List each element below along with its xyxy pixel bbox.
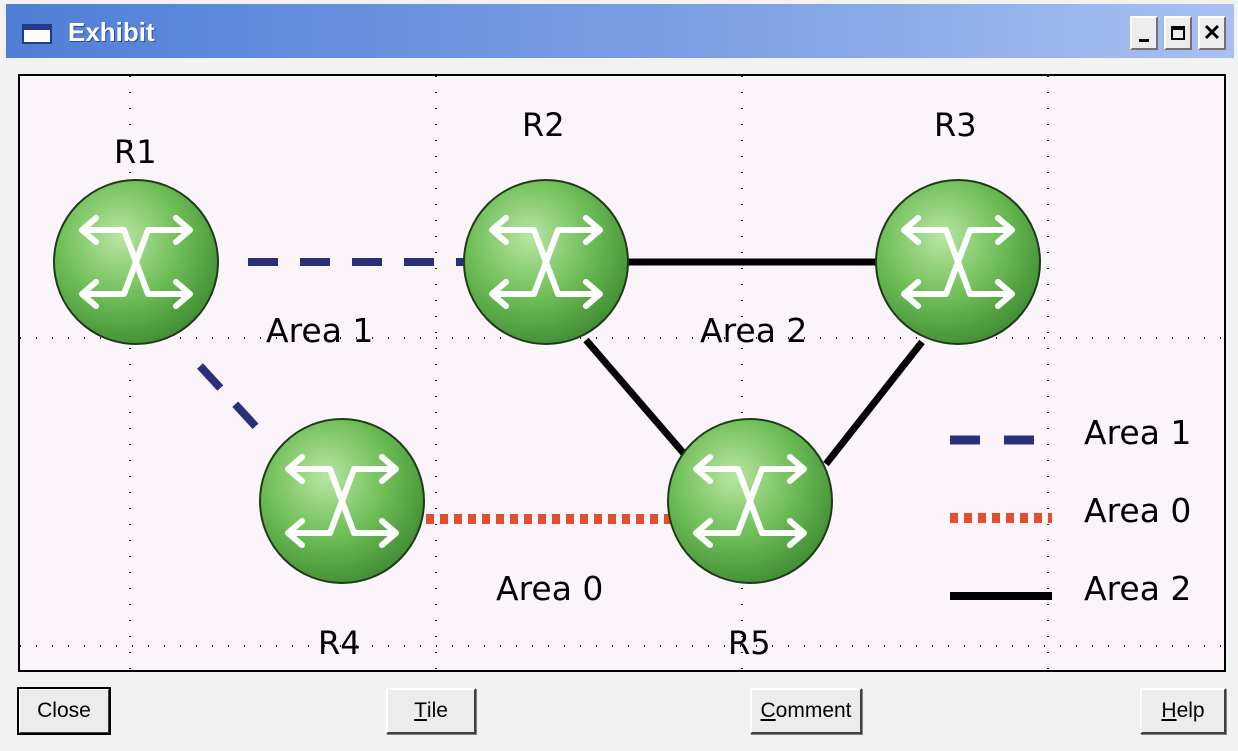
legend-area-1-label: Area 1 <box>1084 413 1191 452</box>
help-mnemonic: H <box>1161 699 1177 722</box>
router-r1-icon <box>54 180 218 344</box>
router-r5-icon <box>668 419 832 583</box>
link-r2-r5 <box>583 337 689 459</box>
area-0-label: Area 0 <box>496 569 603 608</box>
comment-mnemonic: C <box>760 699 776 722</box>
comment-label: omment <box>775 699 852 722</box>
diagram-canvas: R1 R2 R3 R4 R5 Area 1 Area 2 Area 0 Area… <box>20 76 1224 670</box>
tile-label: ile <box>426 699 448 722</box>
grid-lines <box>20 76 1224 670</box>
window-title: Exhibit <box>68 17 155 47</box>
router-label-r1: R1 <box>114 133 157 171</box>
router-label-r5: R5 <box>728 624 771 662</box>
network-diagram: R1 R2 R3 R4 R5 Area 1 Area 2 Area 0 Area… <box>18 74 1226 672</box>
router-r4-icon <box>260 419 424 583</box>
help-label: elp <box>1176 699 1205 722</box>
router-r2-icon <box>464 180 628 344</box>
maximize-icon <box>1171 26 1185 40</box>
minimize-icon <box>1139 38 1149 42</box>
close-button-label: Close <box>37 699 91 722</box>
minimize-button[interactable] <box>1130 16 1158 50</box>
close-button[interactable]: Close <box>17 687 111 735</box>
title-bar[interactable]: Exhibit ✕ <box>6 4 1234 58</box>
area-2-label: Area 2 <box>700 311 807 350</box>
window-icon <box>22 24 52 44</box>
router-label-r4: R4 <box>318 624 361 662</box>
close-window-button[interactable]: ✕ <box>1198 16 1226 50</box>
link-r1-r4 <box>197 363 273 445</box>
legend: Area 1 Area 0 Area 2 <box>950 413 1191 608</box>
router-label-r3: R3 <box>934 106 977 144</box>
tile-mnemonic: T <box>414 699 427 722</box>
router-r3-icon <box>876 180 1040 344</box>
area-1-label: Area 1 <box>266 311 373 350</box>
legend-area-2-label: Area 2 <box>1084 569 1191 608</box>
close-icon: ✕ <box>1202 20 1222 45</box>
link-r3-r5 <box>823 339 925 467</box>
maximize-button[interactable] <box>1164 16 1192 50</box>
legend-area-0-label: Area 0 <box>1084 491 1191 530</box>
router-label-r2: R2 <box>522 106 565 144</box>
